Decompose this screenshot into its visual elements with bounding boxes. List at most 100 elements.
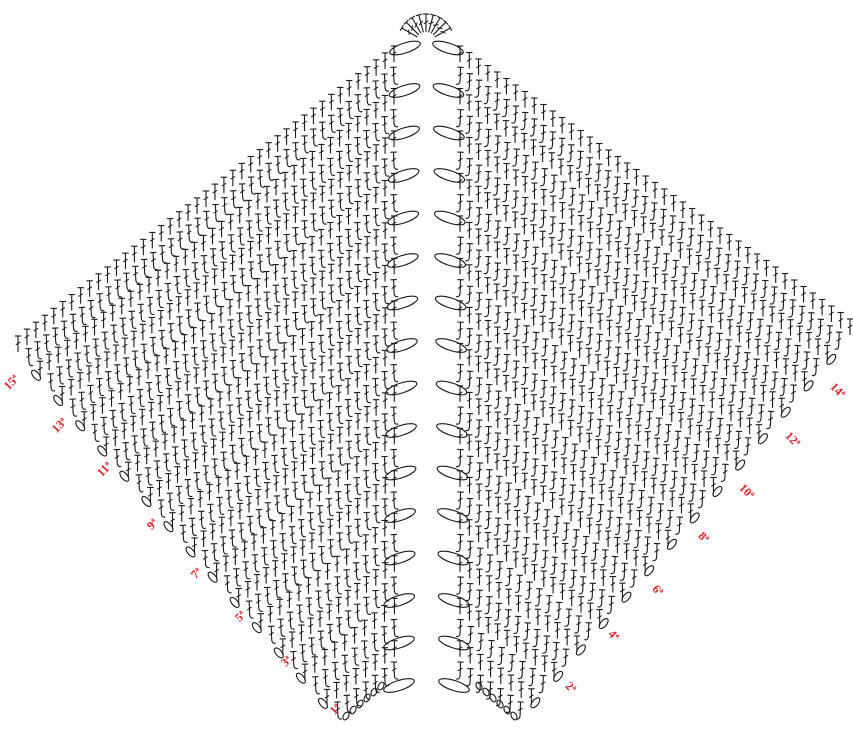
double-crochet-stitch [318, 230, 324, 246]
double-crochet-stitch [364, 67, 370, 83]
double-crochet-stitch [337, 87, 343, 103]
double-crochet-hook-stitch [362, 556, 370, 573]
double-crochet-stitch [742, 373, 748, 389]
double-crochet-stitch [253, 364, 259, 380]
double-crochet-hook-stitch [584, 623, 592, 640]
double-crochet-stitch [290, 547, 296, 563]
double-crochet-stitch [382, 180, 388, 196]
double-crochet-stitch [99, 398, 105, 414]
double-crochet-hook-stitch [101, 332, 109, 349]
double-crochet-stitch [475, 271, 481, 287]
double-crochet-stitch [522, 177, 528, 193]
double-crochet-hook-stitch [363, 385, 371, 402]
double-crochet-stitch [166, 389, 172, 405]
double-crochet-hook-stitch [120, 318, 128, 335]
double-crochet-hook-stitch [194, 303, 202, 320]
double-crochet-stitch [796, 326, 802, 342]
double-crochet-stitch [494, 72, 500, 88]
double-crochet-hook-stitch [486, 555, 494, 572]
double-crochet-hook-stitch [176, 486, 184, 503]
double-crochet-stitch [530, 140, 536, 156]
double-crochet-stitch [568, 420, 574, 436]
double-crochet-hook-stitch [561, 649, 569, 666]
double-crochet-stitch [641, 387, 647, 403]
double-crochet-hook-stitch [203, 381, 211, 398]
double-crochet-hook-stitch [594, 164, 602, 181]
double-crochet-stitch [605, 150, 611, 166]
double-crochet-hook-stitch [382, 584, 390, 601]
double-crochet-stitch [317, 400, 323, 416]
double-crochet-stitch [616, 327, 622, 343]
double-crochet-hook-stitch [494, 306, 502, 323]
double-crochet-hook-stitch [504, 398, 512, 415]
double-crochet-stitch [541, 190, 547, 206]
double-crochet-stitch [238, 248, 244, 264]
double-crochet-stitch [588, 392, 594, 408]
double-crochet-hook-stitch [548, 217, 556, 234]
double-crochet-hook-stitch [513, 531, 521, 548]
double-crochet-stitch [337, 342, 343, 358]
double-crochet-hook-stitch [816, 319, 824, 336]
double-crochet-hook-stitch [129, 311, 137, 328]
double-crochet-hook-stitch [203, 296, 211, 313]
double-crochet-stitch [256, 235, 262, 251]
double-crochet-stitch [336, 301, 342, 317]
double-crochet-stitch [228, 510, 234, 526]
double-crochet-hook-stitch [248, 177, 256, 194]
double-crochet-stitch [327, 519, 333, 535]
double-crochet-stitch [773, 267, 779, 283]
double-crochet-hook-stitch [345, 314, 353, 331]
double-crochet-stitch [334, 556, 340, 572]
double-crochet-hook-stitch [159, 330, 167, 347]
double-crochet-stitch [292, 377, 298, 393]
double-crochet-hook-stitch [596, 208, 604, 225]
double-crochet-stitch [457, 428, 463, 444]
double-crochet-stitch [279, 513, 285, 529]
double-crochet-hook-stitch [336, 533, 344, 550]
double-crochet-hook-stitch [493, 178, 501, 195]
double-crochet-hook-stitch [567, 145, 575, 162]
double-crochet-stitch [310, 278, 316, 294]
double-crochet-hook-stitch [484, 341, 492, 358]
double-crochet-hook-stitch [299, 349, 307, 366]
double-crochet-hook-stitch [637, 490, 645, 507]
double-crochet-stitch [316, 485, 322, 501]
double-crochet-stitch [652, 183, 658, 199]
double-crochet-stitch [270, 521, 276, 537]
double-crochet-stitch [586, 518, 592, 534]
double-crochet-stitch [203, 191, 209, 207]
double-crochet-stitch [668, 236, 674, 252]
double-crochet-hook-stitch [578, 491, 586, 508]
double-crochet-stitch [260, 528, 266, 544]
double-crochet-stitch [466, 392, 472, 408]
double-crochet-stitch [318, 526, 324, 542]
double-crochet-stitch [337, 257, 343, 273]
double-crochet-stitch [552, 537, 558, 553]
double-crochet-hook-stitch [255, 214, 263, 231]
double-crochet-hook-stitch [390, 280, 398, 297]
top-fan-stitch [423, 14, 429, 32]
double-crochet-hook-stitch [283, 489, 291, 506]
double-crochet-hook-stitch [465, 498, 473, 515]
double-crochet-stitch [274, 391, 280, 407]
double-crochet-stitch [505, 504, 511, 520]
double-crochet-stitch [523, 432, 529, 448]
double-crochet-hook-stitch [551, 345, 559, 362]
double-crochet-stitch [769, 307, 775, 323]
double-crochet-hook-stitch [237, 228, 245, 245]
double-crochet-stitch [324, 563, 330, 579]
double-crochet-stitch [569, 590, 575, 606]
double-crochet-hook-stitch [335, 492, 343, 509]
double-crochet-hook-stitch [301, 221, 309, 238]
double-crochet-stitch [364, 322, 370, 338]
double-crochet-hook-stitch [248, 347, 256, 364]
double-crochet-hook-stitch [565, 609, 573, 626]
double-crochet-hook-stitch [326, 413, 334, 430]
double-crochet-stitch [265, 143, 271, 159]
double-crochet-stitch [353, 669, 359, 685]
double-crochet-stitch [503, 375, 509, 391]
double-crochet-hook-stitch [614, 347, 622, 364]
double-crochet-stitch [705, 347, 711, 363]
double-crochet-hook-stitch [539, 675, 547, 692]
double-crochet-hook-stitch [211, 459, 219, 476]
